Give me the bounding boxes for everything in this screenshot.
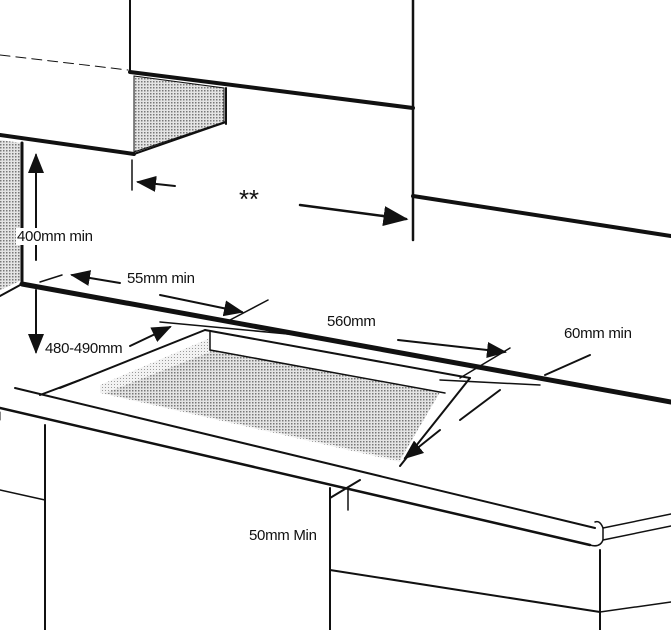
cooker-hood	[133, 75, 225, 153]
side-min-label: 60mm min	[563, 325, 633, 342]
front-min-label: 50mm Min	[248, 527, 318, 544]
worktop	[0, 387, 671, 548]
rear-min-label: 55mm min	[126, 270, 196, 287]
cutout-width-label: 560mm	[326, 313, 377, 330]
wall-cabinet	[0, 0, 415, 242]
cutout-depth-label: 480-490mm	[44, 340, 124, 357]
base-cabinets	[0, 424, 671, 630]
hood-clearance-label: **	[239, 184, 259, 214]
worktop-cutout	[59, 329, 471, 467]
side-wall	[0, 140, 22, 290]
height-min-label: 400mm min	[16, 228, 94, 245]
